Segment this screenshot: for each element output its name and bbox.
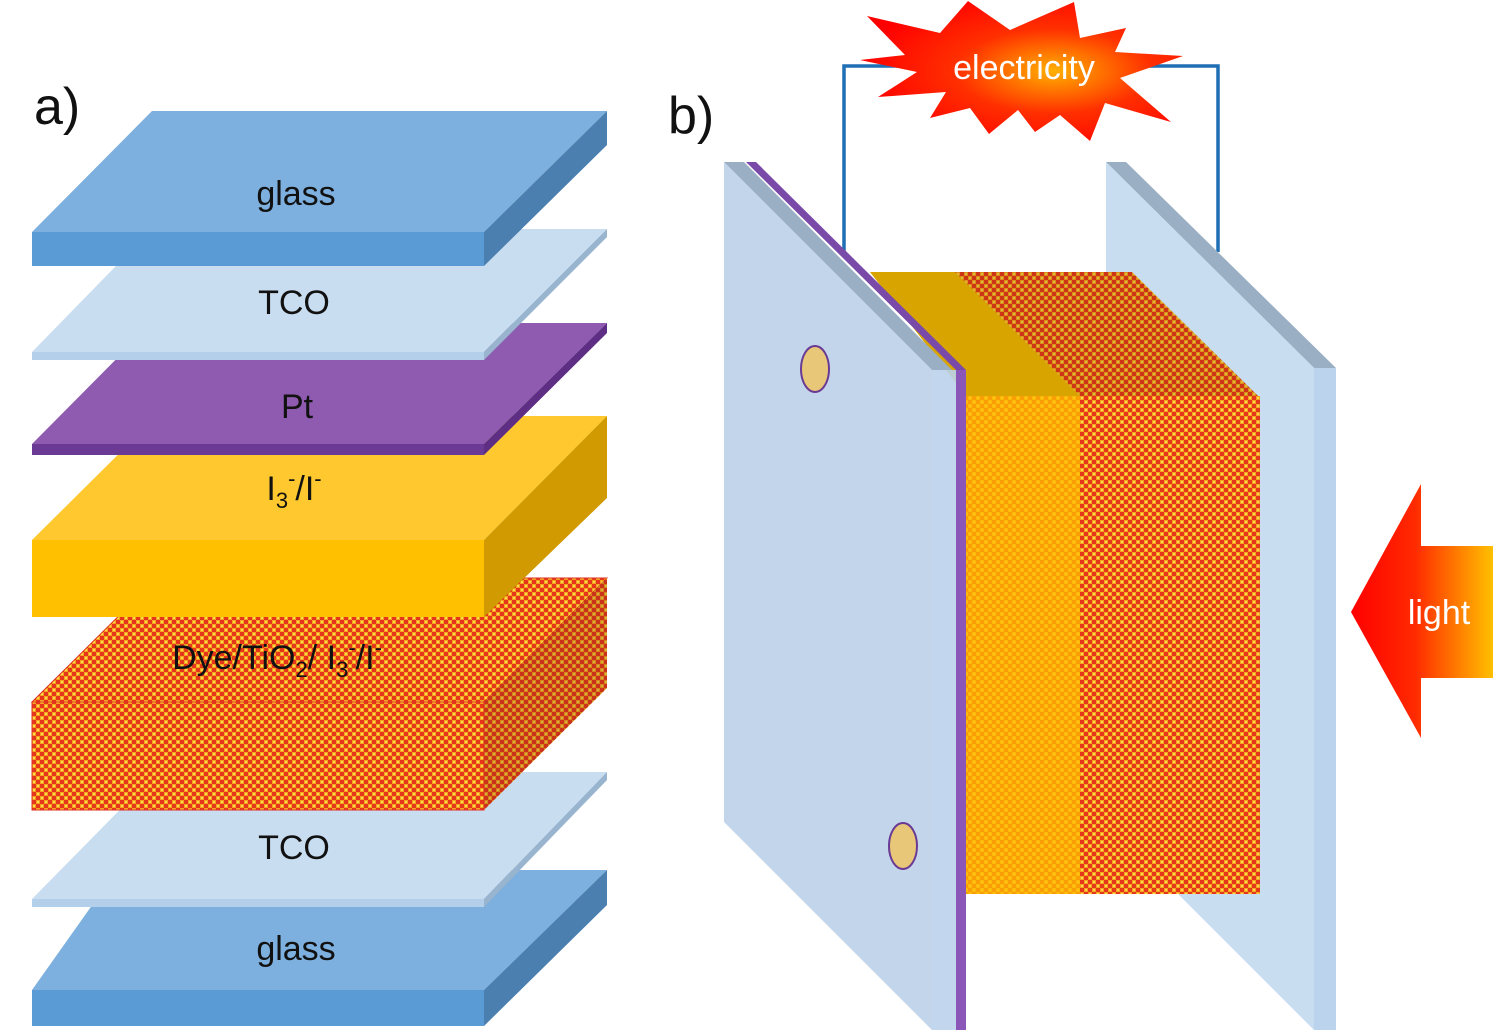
label-pt: Pt (281, 388, 314, 426)
label-glass-bottom: glass (256, 930, 335, 968)
label-tco-top: TCO (258, 284, 330, 322)
label-tco-bottom: TCO (258, 829, 330, 867)
contact-hole-top (800, 345, 830, 393)
label-electrolyte: I3-/I- (266, 466, 321, 513)
cell-contents (870, 272, 1260, 894)
light-arrow: light (1351, 484, 1493, 738)
electricity-label: electricity (953, 49, 1095, 87)
label-dye-tio2: Dye/TiO2/ I3-/I- (172, 635, 382, 682)
left-electrode (724, 162, 966, 1030)
light-label: light (1408, 594, 1471, 632)
contact-hole-bottom (888, 822, 918, 870)
label-glass-top: glass (256, 175, 335, 213)
layer-glass-top (32, 111, 607, 266)
panel-a-label: a) (34, 78, 80, 136)
electricity-burst: electricity (860, 1, 1183, 141)
panel-b-label: b) (668, 87, 714, 145)
